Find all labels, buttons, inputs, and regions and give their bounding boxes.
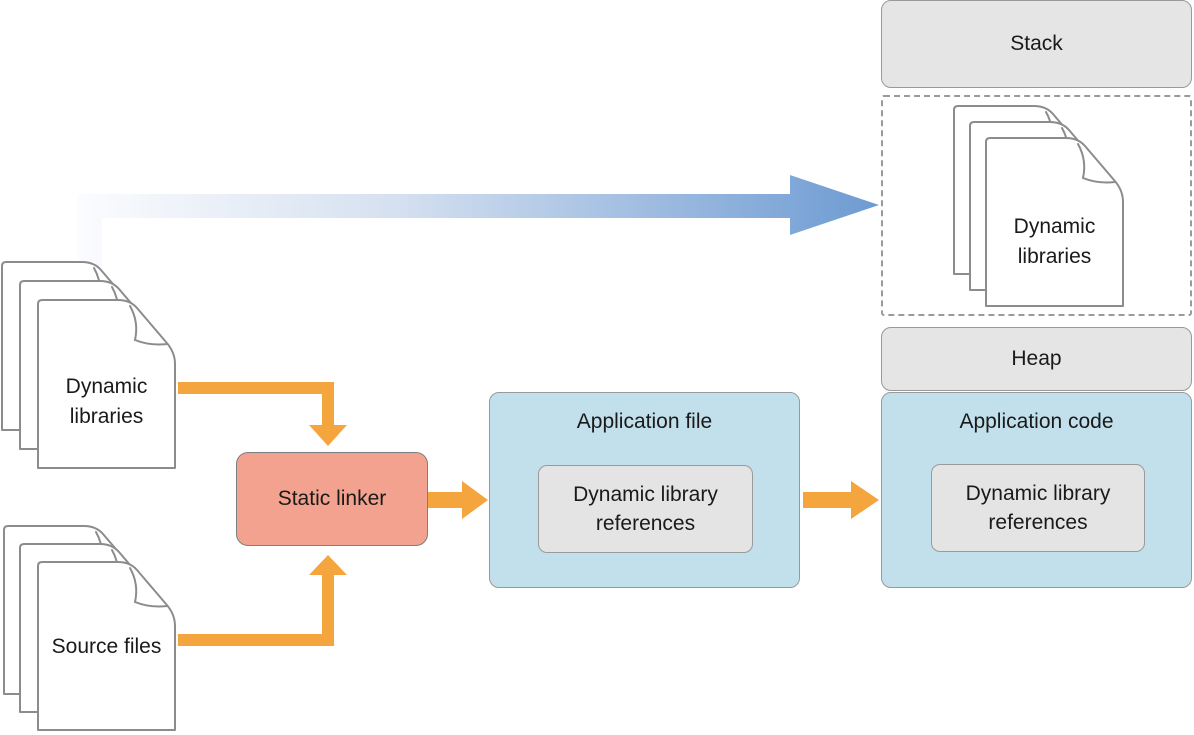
application-code-box: Application code Dynamic library referen… <box>881 392 1192 588</box>
source-files-to-linker-arrow <box>178 555 347 646</box>
source-files-label: Source files <box>51 635 162 658</box>
application-file-title: Application file <box>576 410 713 433</box>
heap-region-label: Heap <box>1011 347 1062 370</box>
load-into-memory-arrow <box>78 175 879 266</box>
dynamic-libraries-label: Dynamic libraries <box>65 375 148 428</box>
application-code-references-label: Dynamic library references <box>965 482 1111 534</box>
static-linker-label: Static linker <box>277 487 387 510</box>
dynamic-libraries-memory-region-box <box>881 95 1192 316</box>
stack-region-label: Stack <box>1010 32 1063 55</box>
linker-to-application-file-arrow <box>428 481 488 519</box>
heap-region-box: Heap <box>881 327 1192 391</box>
stack-region-box: Stack <box>881 0 1192 88</box>
static-linker-box: Static linker <box>236 452 428 546</box>
application-file-to-memory-arrow <box>803 481 879 519</box>
loaded-dynamic-libraries-label: Dynamic libraries <box>1013 215 1096 268</box>
application-code-title: Application code <box>959 410 1114 433</box>
application-file-references-label: Dynamic library references <box>573 483 718 535</box>
dynamic-libraries-to-linker-arrow <box>178 382 347 446</box>
application-code-references-box: Dynamic library references <box>931 464 1145 552</box>
application-file-references-box: Dynamic library references <box>538 465 753 553</box>
application-file-box: Application file Dynamic library referen… <box>489 392 800 588</box>
dynamic-libraries-stack-icon <box>1 261 176 469</box>
source-files-stack-icon <box>3 525 176 731</box>
